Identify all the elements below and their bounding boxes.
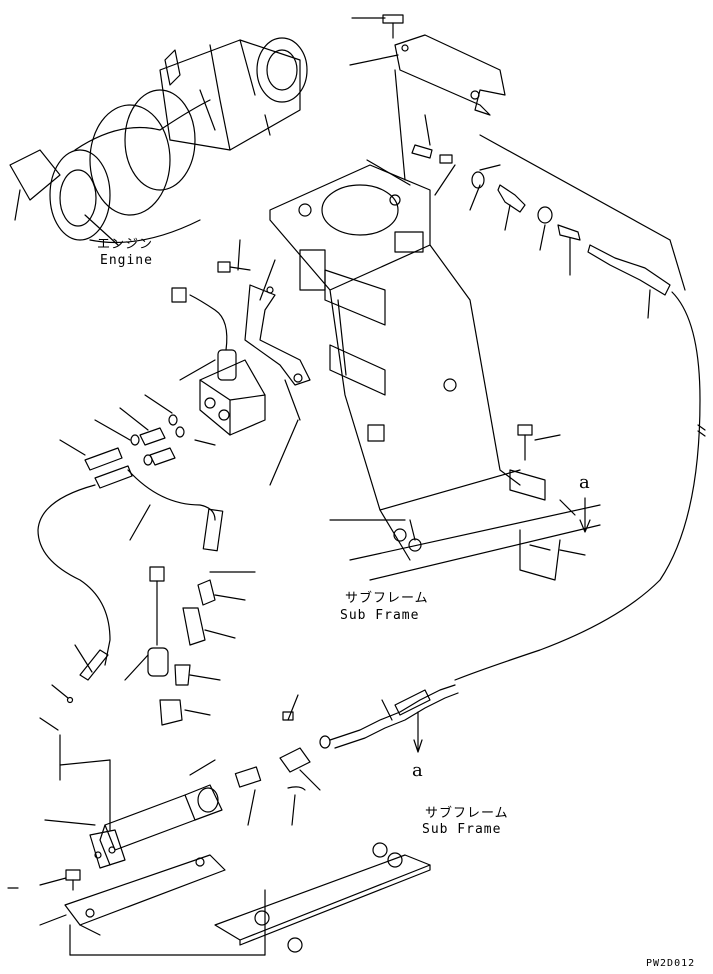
air-cylinder bbox=[90, 785, 222, 868]
bolt-small bbox=[218, 262, 250, 272]
cable-connector-lower bbox=[235, 712, 310, 790]
drawing-code: PW2D012 bbox=[646, 958, 696, 969]
harness-bracket bbox=[245, 285, 310, 385]
valve-fittings bbox=[85, 415, 184, 488]
main-frame bbox=[270, 165, 600, 580]
subframe-upper-label-jp: サブフレーム bbox=[345, 591, 429, 606]
cable-end-hardware bbox=[412, 145, 670, 295]
view-mark-lower: a bbox=[412, 760, 423, 781]
cable-end-lower bbox=[320, 685, 458, 748]
hose-a bbox=[38, 485, 110, 665]
switch-assembly bbox=[148, 567, 215, 725]
view-mark-upper: a bbox=[579, 472, 590, 493]
engine-label-en: Engine bbox=[100, 253, 153, 268]
subframe-lower-label-en: Sub Frame bbox=[422, 822, 502, 837]
bolt-top bbox=[383, 15, 403, 38]
subframe-upper-label-en: Sub Frame bbox=[340, 608, 420, 623]
control-cable bbox=[455, 292, 700, 680]
subframe-lower bbox=[215, 843, 430, 952]
cable-clamp-bracket bbox=[510, 470, 560, 580]
engine-turbocharger bbox=[10, 38, 307, 243]
upper-bracket bbox=[395, 35, 505, 180]
solenoid-valve bbox=[172, 288, 265, 435]
mounting-plate bbox=[65, 855, 225, 935]
bolt-right bbox=[518, 425, 532, 460]
bolt-lower-left bbox=[66, 870, 80, 890]
engine-label-jp: エンジン bbox=[97, 237, 154, 252]
leader-engine bbox=[85, 215, 118, 245]
hose-b bbox=[128, 470, 215, 520]
subframe-lower-label-jp: サブフレーム bbox=[425, 806, 509, 821]
